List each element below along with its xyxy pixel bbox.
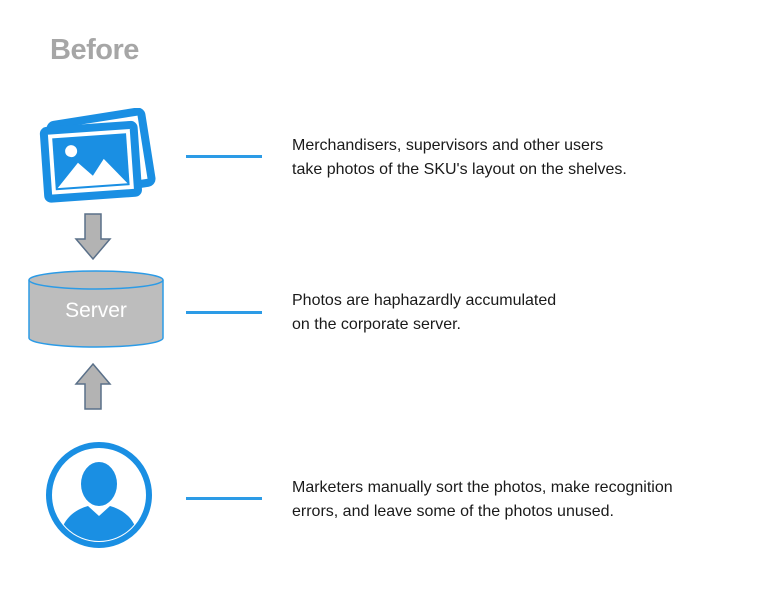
step-description-2: Photos are haphazardly accumulated on th… <box>292 289 556 337</box>
step-3-line-2: errors, and leave some of the photos unu… <box>292 503 614 520</box>
connector-line-2 <box>186 311 262 314</box>
server-cylinder <box>28 270 164 348</box>
step-description-3: Marketers manually sort the photos, make… <box>292 476 673 524</box>
arrow-up-icon <box>74 362 112 410</box>
connector-line-3 <box>186 497 262 500</box>
diagram-title: Before <box>50 34 139 66</box>
step-1-line-2: take photos of the SKU's layout on the s… <box>292 161 627 178</box>
user-icon <box>46 442 152 548</box>
photos-icon <box>39 108 156 203</box>
step-description-1: Merchandisers, supervisors and other use… <box>292 134 627 182</box>
server-label: Server <box>65 299 127 322</box>
step-2-line-1: Photos are haphazardly accumulated <box>292 292 557 309</box>
connector-line-1 <box>186 155 262 158</box>
step-3-line-1: Marketers manually sort the photos, make… <box>292 479 673 496</box>
step-1-line-1: Merchandisers, supervisors and other use… <box>292 137 604 154</box>
step-2-line-2: on the corporate server. <box>292 316 461 333</box>
arrow-down-icon <box>74 213 112 261</box>
